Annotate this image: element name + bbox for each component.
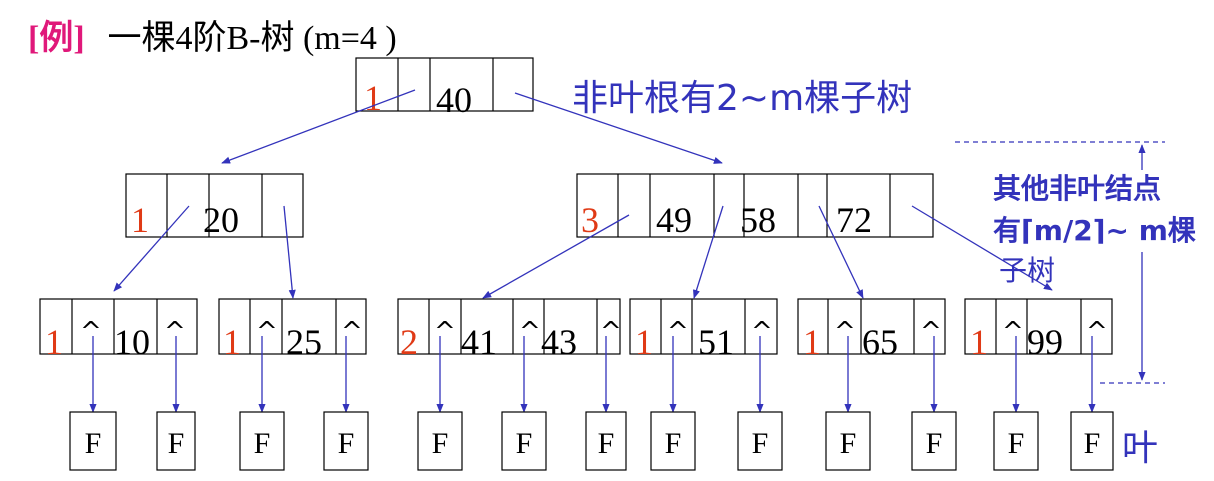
edge-root-right — [514, 92, 723, 164]
l3-99-key-1: 99 — [1027, 322, 1063, 362]
leaf-box: F — [737, 411, 783, 471]
leaf-box: F — [650, 411, 696, 471]
null-pointer-icon: ^ — [1086, 317, 1108, 347]
null-pointer-icon: ^ — [80, 317, 102, 347]
l2-left-key-1: 20 — [203, 200, 239, 240]
l3-65-count: 1 — [803, 322, 821, 362]
null-pointer-icon: ^ — [256, 317, 278, 347]
l3-10-key-1: 10 — [114, 322, 150, 362]
root-note: 非叶根有2~m棵子树 — [572, 78, 912, 119]
leaf-box: F — [417, 411, 463, 471]
l2-right-key-3: 72 — [836, 200, 872, 240]
node-l2-right: 3 49 58 72 — [576, 173, 934, 240]
svg-text:F: F — [665, 427, 682, 460]
node-l3-99: 1 ^ 99 ^ — [964, 298, 1113, 362]
node-l3-41-43: 2 ^ 41 ^ 43 ^ — [397, 298, 622, 362]
svg-text:F: F — [840, 427, 857, 460]
l3-99-count: 1 — [970, 322, 988, 362]
l2-right-key-1: 49 — [656, 200, 692, 240]
edge-20-10 — [113, 205, 190, 292]
leaf-box: F — [911, 411, 957, 471]
node-l3-10: 1 ^ 10 ^ — [39, 298, 198, 362]
title-text: 一棵4阶B-树 (m=4 ) — [107, 19, 396, 57]
svg-text:F: F — [598, 427, 615, 460]
title-prefix: [例] — [28, 19, 85, 57]
l3-41-43-count: 2 — [400, 322, 418, 362]
root-key-1: 40 — [436, 80, 472, 120]
leaf-box: F — [501, 411, 547, 471]
l3-51-key-1: 51 — [698, 322, 734, 362]
svg-text:F: F — [752, 427, 769, 460]
null-pointer-icon: ^ — [667, 317, 689, 347]
l2-right-key-2: 58 — [740, 200, 776, 240]
leaf-box: F — [585, 411, 627, 471]
leaf-label: 叶 — [1122, 428, 1158, 469]
edge-72-99 — [911, 205, 1053, 291]
null-pointer-icon: ^ — [164, 317, 186, 347]
leaf-box: F — [239, 411, 285, 471]
l3-51-count: 1 — [635, 322, 653, 362]
null-pointer-icon: ^ — [519, 317, 541, 347]
svg-text:F: F — [85, 427, 102, 460]
leaf-box: F — [69, 411, 117, 471]
edge-58-51 — [693, 205, 724, 299]
null-pointer-icon: ^ — [341, 317, 363, 347]
l2-right-count: 3 — [581, 200, 599, 240]
leaf-edges — [89, 336, 1096, 413]
other-note-line3: 子树 — [999, 254, 1055, 287]
l2-left-count: 1 — [131, 200, 149, 240]
l3-65-key-1: 65 — [862, 322, 898, 362]
edge-root-left — [221, 89, 416, 164]
null-pointer-icon: ^ — [751, 317, 773, 347]
null-pointer-icon: ^ — [434, 317, 456, 347]
null-pointer-icon: ^ — [834, 317, 856, 347]
root-count: 1 — [364, 78, 382, 118]
other-note-line1: 其他非叶结点 — [993, 172, 1161, 205]
null-pointer-icon: ^ — [1002, 317, 1024, 347]
svg-text:F: F — [168, 427, 185, 460]
svg-text:F: F — [1008, 427, 1025, 460]
null-pointer-icon: ^ — [600, 317, 622, 347]
edge-72-65 — [818, 205, 864, 299]
svg-text:F: F — [338, 427, 355, 460]
node-l2-left: 1 20 — [125, 173, 304, 240]
leaf-box: F — [1070, 411, 1114, 471]
title: [例] 一棵4阶B-树 (m=4 ) — [28, 18, 397, 58]
root-node: 1 40 — [355, 57, 534, 120]
l3-25-count: 1 — [223, 322, 241, 362]
l3-41-43-key-2: 43 — [541, 322, 577, 362]
node-l3-65: 1 ^ 65 ^ — [797, 298, 946, 362]
leaf-box: F — [993, 411, 1039, 471]
l3-10-count: 1 — [45, 322, 63, 362]
level-bracket — [955, 141, 1165, 384]
edge-20-25 — [283, 205, 296, 299]
svg-text:F: F — [254, 427, 271, 460]
edge-49-41 — [482, 214, 630, 299]
null-pointer-icon: ^ — [920, 317, 942, 347]
l3-41-43-key-1: 41 — [461, 322, 497, 362]
svg-text:F: F — [926, 427, 943, 460]
svg-text:F: F — [516, 427, 533, 460]
svg-text:F: F — [1084, 427, 1101, 460]
leaf-box: F — [156, 411, 196, 471]
svg-text:F: F — [432, 427, 449, 460]
leaf-box: F — [825, 411, 871, 471]
other-note-line2: 有⌈m/2⌉~ m棵 — [993, 214, 1196, 247]
l3-25-key-1: 25 — [286, 322, 322, 362]
node-l3-51: 1 ^ 51 ^ — [629, 298, 778, 362]
node-l3-25: 1 ^ 25 ^ — [218, 298, 367, 362]
leaf-box: F — [323, 411, 369, 471]
